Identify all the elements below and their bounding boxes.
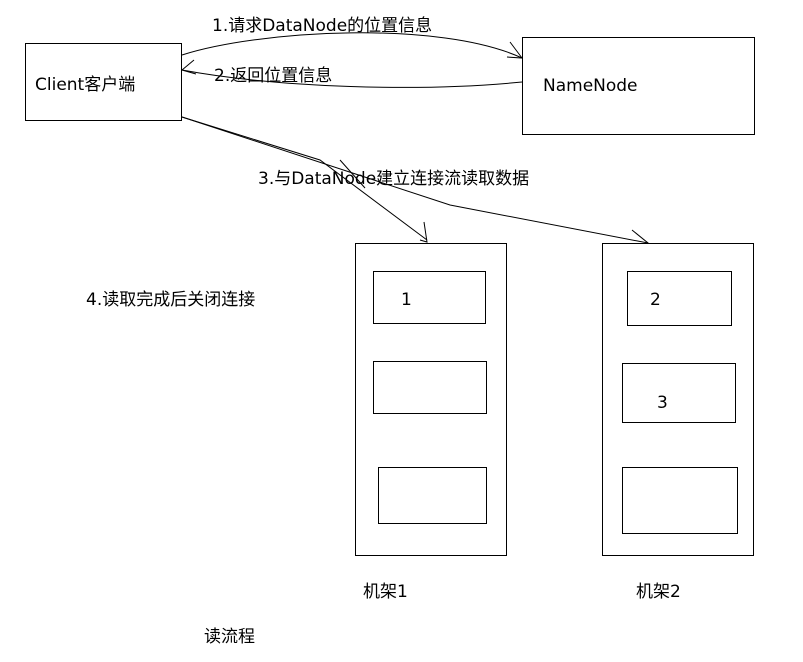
client-box: Client客户端 [25, 43, 182, 121]
rack2-block-3 [622, 467, 738, 534]
request-arrowhead [506, 41, 524, 59]
read-arrow-rack2 [181, 116, 649, 244]
step4-label: 4.读取完成后关闭连接 [86, 290, 256, 310]
block-number: 3 [657, 393, 668, 413]
rack1-block-2 [373, 361, 487, 414]
return-arrowhead [180, 59, 197, 75]
rack2-label: 机架2 [636, 582, 681, 602]
namenode-label: NameNode [543, 76, 638, 96]
block-number: 2 [650, 290, 661, 310]
diagram-caption: 读流程 [204, 627, 255, 647]
block-number: 1 [401, 290, 412, 310]
return-arrow [181, 69, 523, 88]
rack1-block-1: 1 [373, 271, 486, 324]
step3-label: 3.与DataNode建立连接流读取数据 [258, 169, 530, 189]
request-arrow [181, 32, 523, 59]
rack1-block-3 [378, 467, 487, 524]
rack1-label: 机架1 [363, 582, 408, 602]
rack2-block-2: 3 [622, 363, 736, 423]
namenode-box: NameNode [522, 37, 755, 135]
read-arrow-rack1 [181, 116, 428, 241]
step1-label: 1.请求DataNode的位置信息 [212, 16, 433, 36]
client-label: Client客户端 [35, 75, 136, 95]
step2-label: 2.返回位置信息 [214, 66, 333, 86]
read-arrowhead-rack1 [419, 221, 428, 243]
rack2-block-1: 2 [627, 271, 732, 326]
